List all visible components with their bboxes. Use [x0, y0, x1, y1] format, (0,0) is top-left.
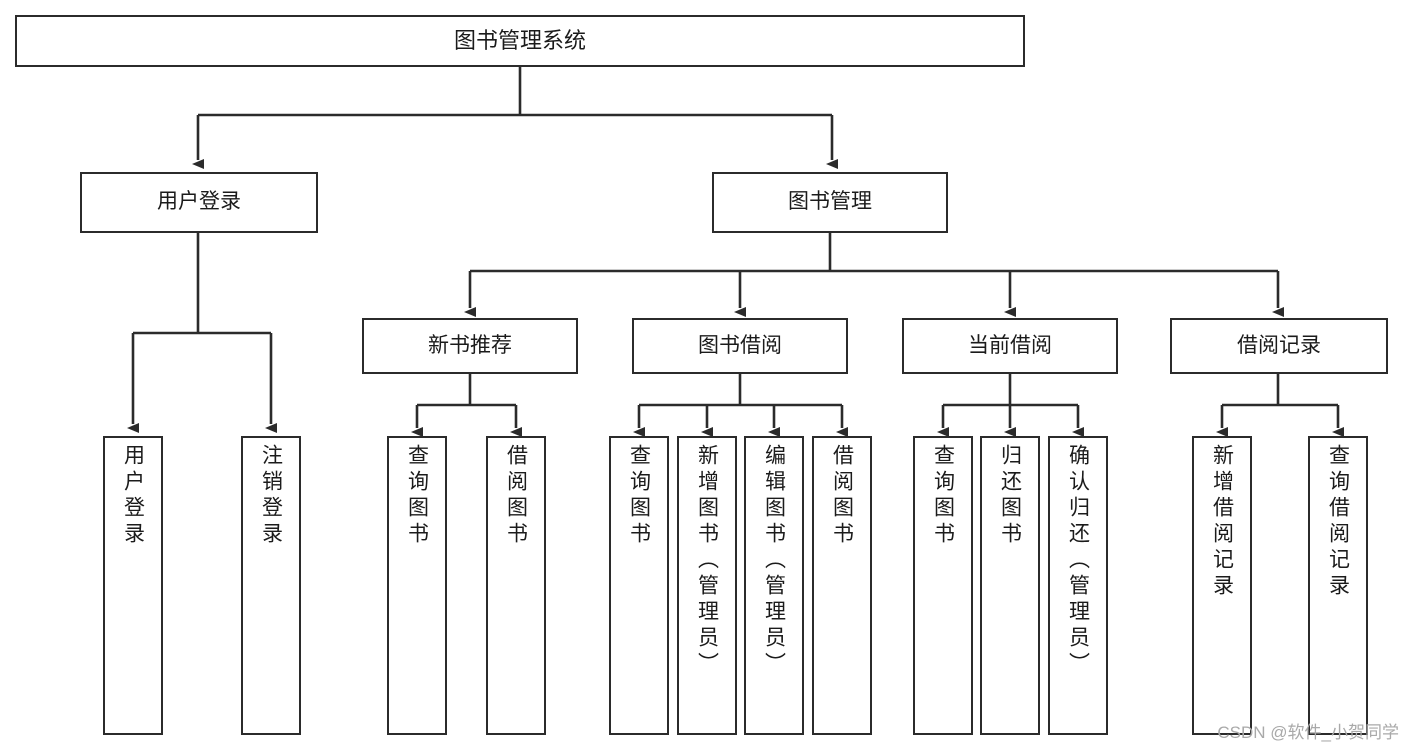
node-label: 新书推荐 [428, 333, 512, 357]
node-label: 借阅图书 [830, 444, 854, 548]
node-user-login[interactable]: 用户登录 [80, 172, 318, 233]
node-root-book-management-system[interactable]: 图书管理系统 [15, 15, 1025, 67]
node-current-borrow[interactable]: 当前借阅 [902, 318, 1118, 374]
node-label: 查询图书 [931, 444, 955, 548]
node-book-borrow[interactable]: 图书借阅 [632, 318, 848, 374]
node-label: 归还图书 [998, 444, 1022, 548]
node-leaf-add-book[interactable]: 新增图书（管理员） [677, 436, 737, 735]
node-label: 查询图书 [627, 444, 651, 548]
node-leaf-user-login[interactable]: 用户登录 [103, 436, 163, 735]
node-borrow-record[interactable]: 借阅记录 [1170, 318, 1388, 374]
node-leaf-confirm-return[interactable]: 确认归还（管理员） [1048, 436, 1108, 735]
node-label: 借阅图书 [504, 444, 528, 548]
node-label: 图书管理系统 [453, 28, 586, 54]
node-label: 当前借阅 [968, 333, 1052, 357]
node-leaf-borrow-book-1[interactable]: 借阅图书 [486, 436, 546, 735]
node-leaf-query-book-3[interactable]: 查询图书 [913, 436, 973, 735]
node-label: 图书管理 [788, 190, 872, 214]
node-leaf-edit-book[interactable]: 编辑图书（管理员） [744, 436, 804, 735]
node-leaf-add-record[interactable]: 新增借阅记录 [1192, 436, 1252, 735]
node-label: 查询借阅记录 [1326, 444, 1350, 600]
node-label: 注销登录 [259, 444, 283, 548]
node-label: 新增借阅记录 [1210, 444, 1234, 600]
node-leaf-logout[interactable]: 注销登录 [241, 436, 301, 735]
node-leaf-query-book-2[interactable]: 查询图书 [609, 436, 669, 735]
node-label: 查询图书 [405, 444, 429, 548]
node-leaf-borrow-book-2[interactable]: 借阅图书 [812, 436, 872, 735]
csdn-watermark: CSDN @软件_小贺同学 [1217, 723, 1399, 742]
node-leaf-query-book-1[interactable]: 查询图书 [387, 436, 447, 735]
node-label: 图书借阅 [698, 333, 782, 357]
node-label: 借阅记录 [1237, 333, 1321, 357]
node-book-management[interactable]: 图书管理 [712, 172, 948, 233]
node-leaf-query-record[interactable]: 查询借阅记录 [1308, 436, 1368, 735]
node-label: 用户登录 [121, 444, 145, 548]
node-label: 用户登录 [157, 190, 241, 214]
node-new-book-recommend[interactable]: 新书推荐 [362, 318, 578, 374]
node-label: 编辑图书（管理员） [762, 444, 786, 678]
node-label: 确认归还（管理员） [1066, 444, 1090, 678]
node-leaf-return-book[interactable]: 归还图书 [980, 436, 1040, 735]
node-label: 新增图书（管理员） [695, 444, 719, 678]
